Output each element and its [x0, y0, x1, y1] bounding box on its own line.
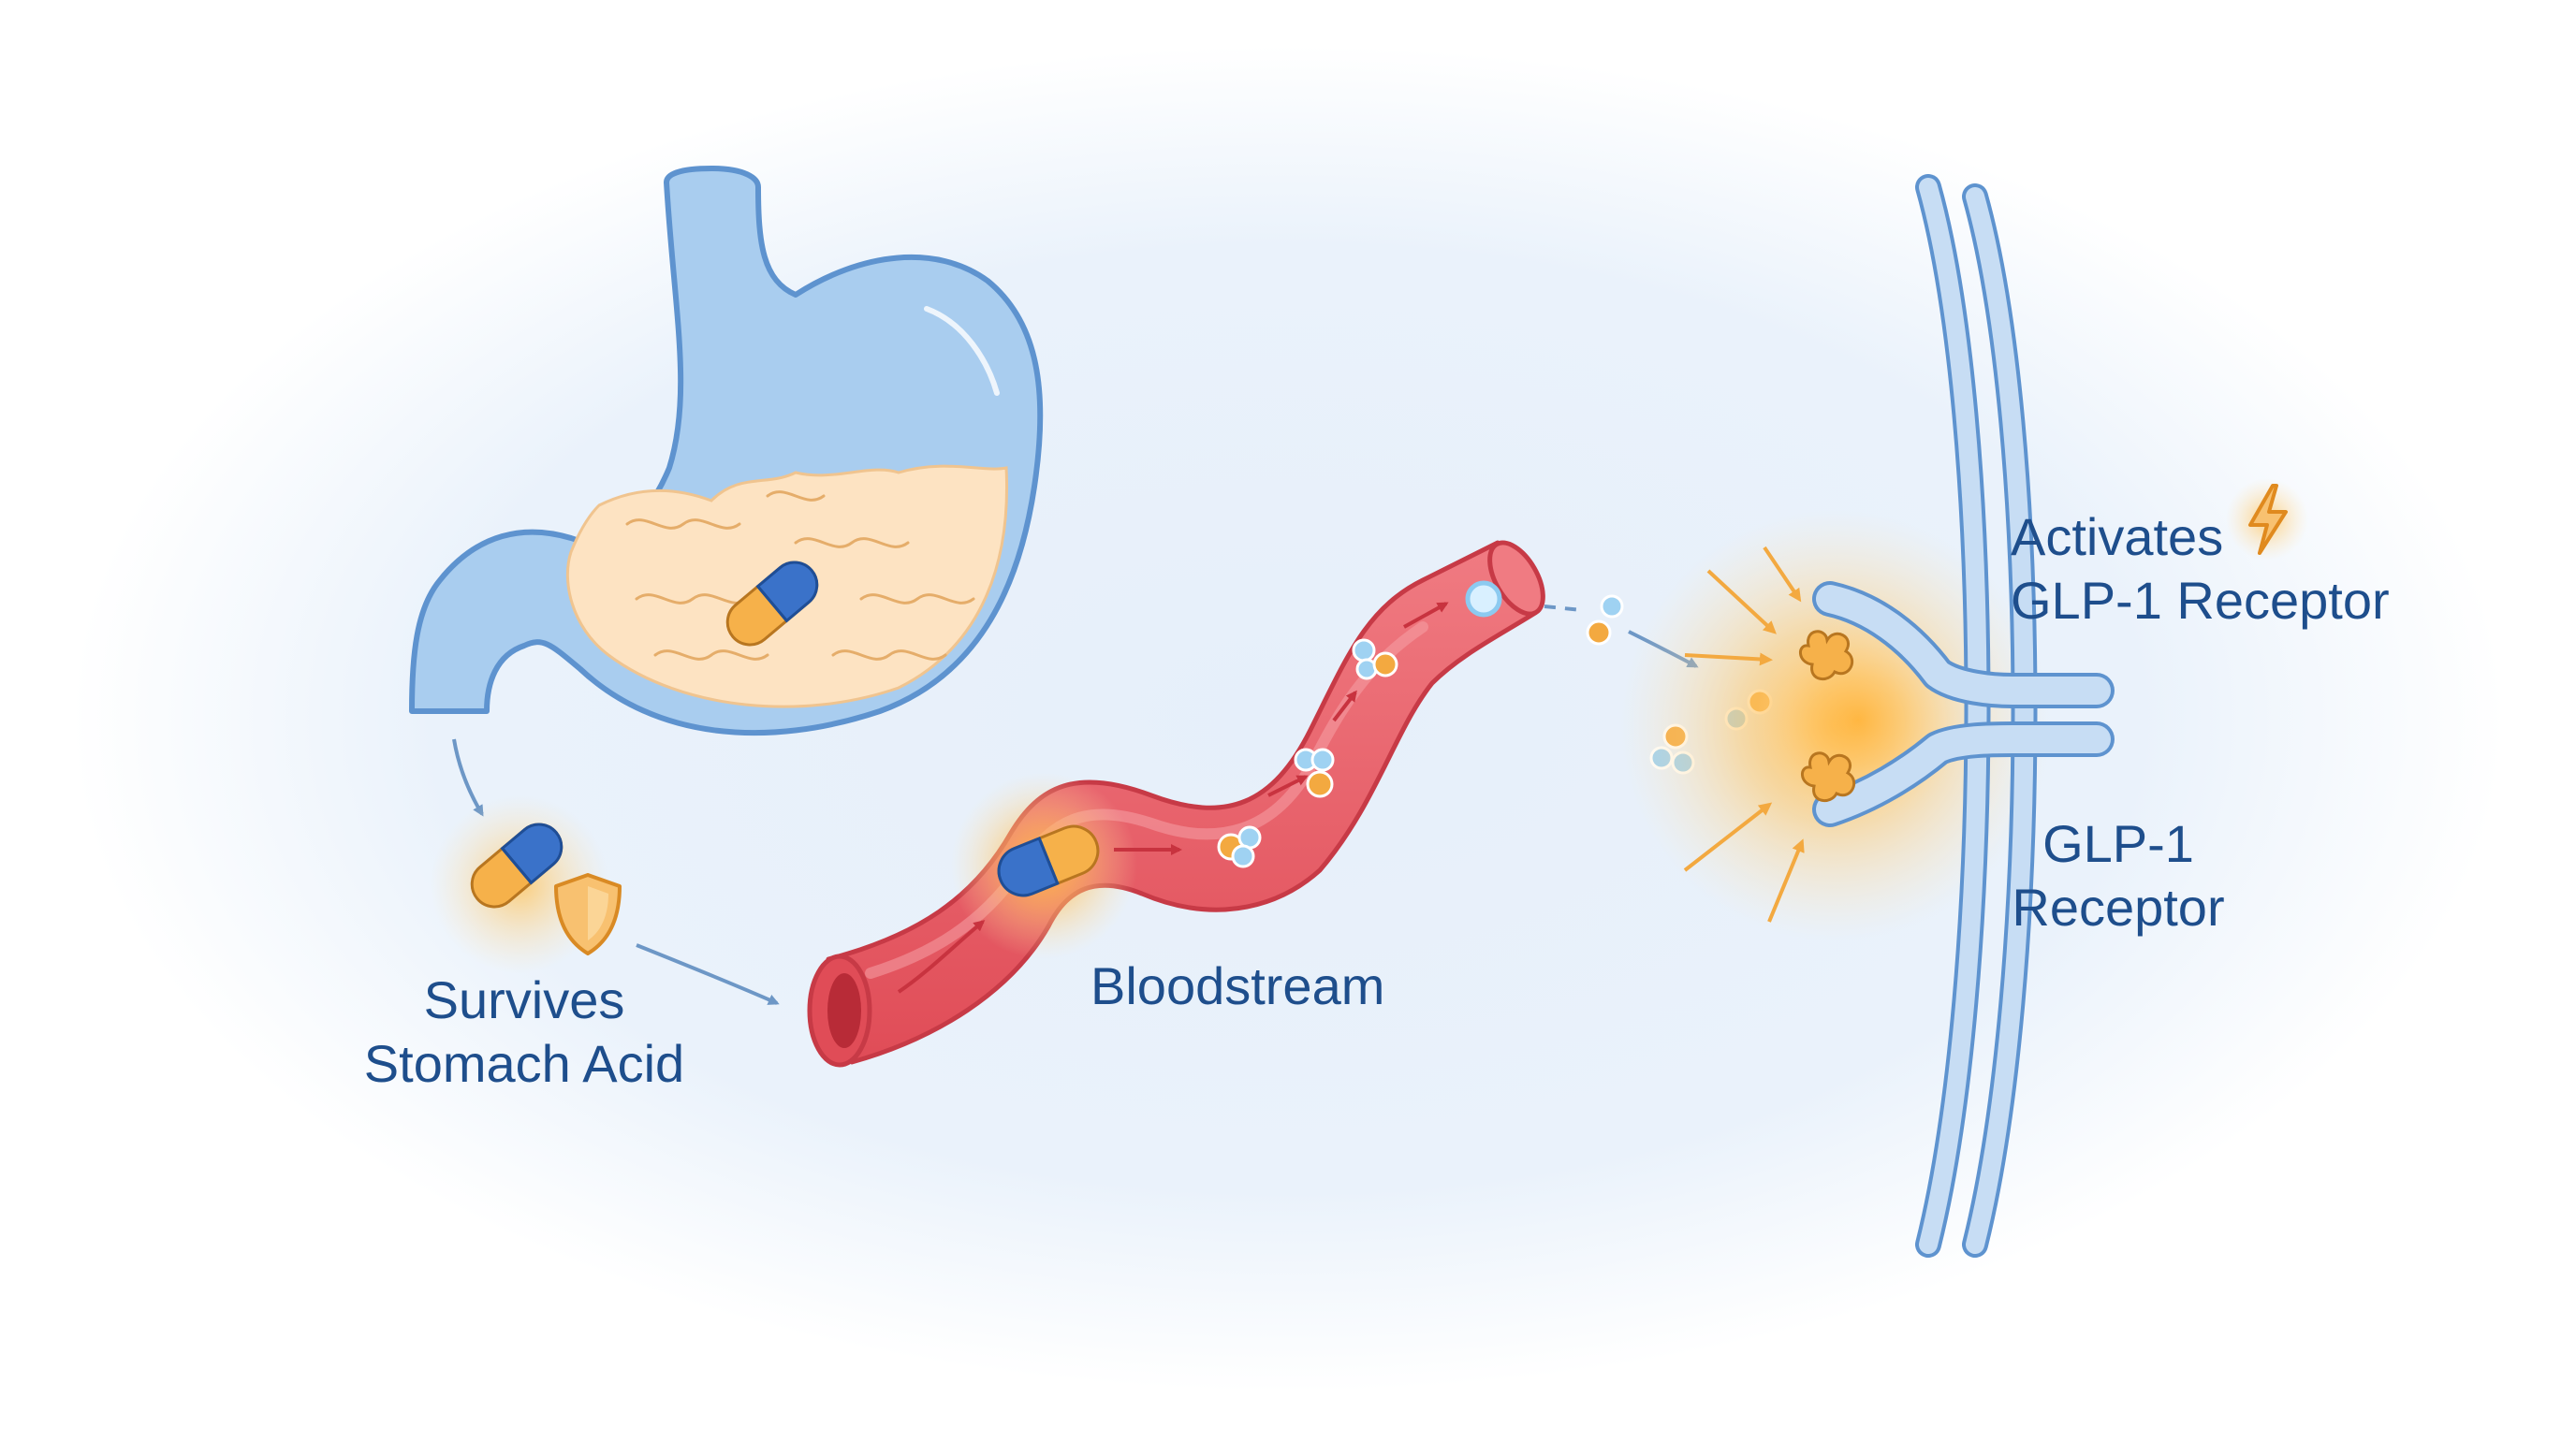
label-line: Activates — [2011, 507, 2224, 566]
label-line: Bloodstream — [1090, 956, 1385, 1015]
capsule-icon — [997, 824, 1100, 897]
lightning-icon — [2226, 478, 2308, 561]
molecule-icon — [1586, 594, 1624, 646]
label-survives-stomach-acid: Survives Stomach Acid — [356, 969, 693, 1096]
vessel-arrow — [897, 920, 986, 994]
label-line: GLP-1 — [2042, 814, 2194, 873]
shield-icon — [554, 873, 622, 955]
glp1-receptor — [1799, 581, 2115, 827]
label-line: Stomach Acid — [363, 1034, 685, 1093]
bound-ligand — [1801, 751, 1856, 802]
surviving-capsule — [431, 795, 622, 973]
label-activates-receptor: Activates GLP-1 Receptor — [2011, 505, 2390, 633]
molecule-icon — [1352, 638, 1398, 680]
vessel-arrow — [1403, 602, 1449, 629]
label-bloodstream: Bloodstream — [1090, 954, 1384, 1018]
capsule-icon — [470, 823, 564, 909]
stomach — [409, 166, 1044, 736]
label-line: Survives — [423, 970, 625, 1029]
label-glp1-receptor: GLP-1 Receptor — [2011, 812, 2226, 939]
arrow-capsule-to-vessel — [636, 943, 780, 1005]
dashed-trail — [1544, 604, 1583, 612]
molecule-icon — [1217, 825, 1262, 868]
stomach-acid-squiggles — [625, 490, 975, 661]
stomach-highlight — [924, 306, 1000, 396]
molecule-icon — [1294, 748, 1335, 798]
label-line: GLP-1 Receptor — [2011, 571, 2390, 630]
background-halo — [71, 45, 2505, 1392]
bound-ligand — [1799, 630, 1854, 680]
molecule-icon — [1465, 580, 1502, 618]
blood-vessel — [807, 540, 1545, 1068]
vessel-arrow — [1332, 690, 1357, 722]
capsule-icon — [725, 561, 819, 647]
activation-rays — [1683, 546, 1805, 923]
label-line: Receptor — [2012, 878, 2225, 937]
vessel-arrow — [1267, 775, 1309, 797]
